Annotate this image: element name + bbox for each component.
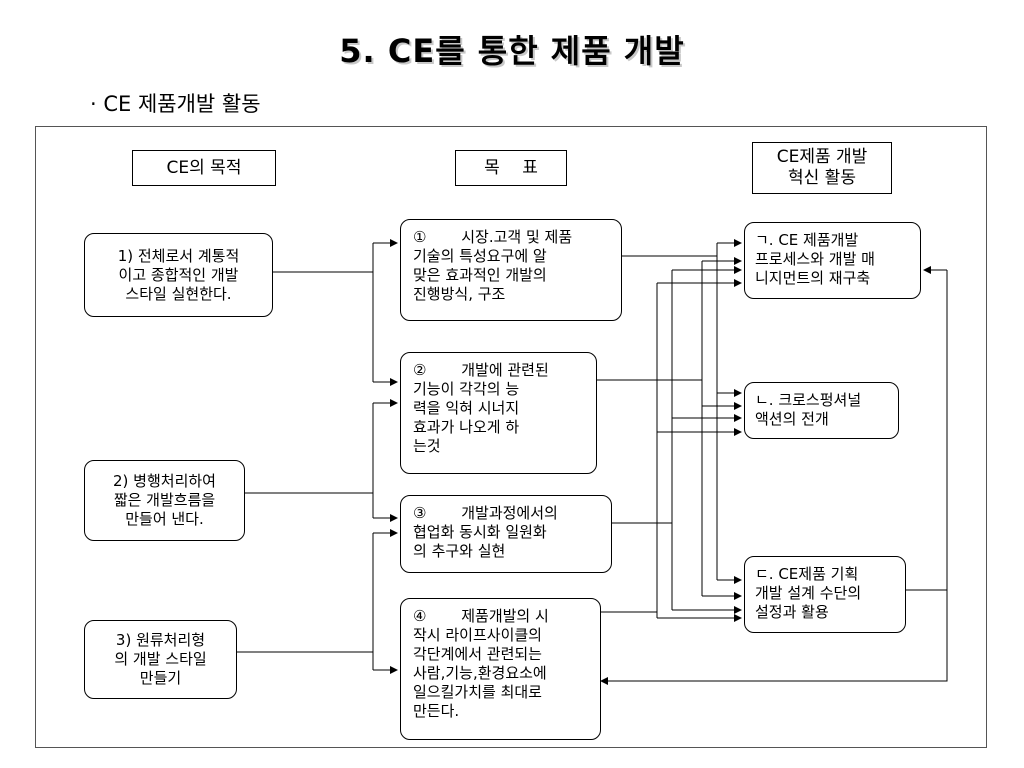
link-goal1 [622,243,718,580]
header-innovation: CE제품 개발 혁신 활동 [752,142,892,194]
purpose-1: 1) 전체로서 계통적 이고 종합적인 개발 스타일 실현한다. [84,233,273,317]
goal-1: ① 시장.고객 및 제품 기술의 특성요구에 알 맞은 효과적인 개발의 진행방… [400,219,622,321]
activity-1: ㄱ. CE 제품개발 프로세스와 개발 매 니지먼트의 재구축 [744,222,921,299]
link-p2-spine [245,403,374,518]
link-p3-spine [237,533,374,670]
purpose-2: 2) 병행처리하여 짧은 개발흐름을 만들어 낸다. [84,460,245,541]
link-p1-spine [273,243,374,382]
header-goal: 목 표 [455,150,567,186]
feedback-loop [906,270,948,591]
page-title: 5. CE를 통한 제품 개발 [339,32,685,70]
goal-4: ④ 제품개발의 시 작시 라이프사이클의 각단계에서 관련되는 사람,기능,환경… [400,598,601,740]
link-goal2 [597,261,703,596]
activity-2: ㄴ. 크로스펑셔널 액션의 전개 [744,382,899,439]
goal-3: ③ 개발과정에서의 협업화 동시화 일원화 의 추구와 실현 [400,495,612,573]
goal-2: ② 개발에 관련된 기능이 각각의 능 력을 익혀 시너지 효과가 나오게 하 … [400,352,597,474]
page-subtitle: · CE 제품개발 활동 [90,92,261,116]
diagram-frame [35,126,987,748]
link-goal3 [612,270,673,610]
arrow-feedback-goal4 [600,590,948,685]
activity-3: ㄷ. CE제품 기획 개발 설계 수단의 설정과 활용 [744,556,906,633]
purpose-3: 3) 원류처리형 의 개발 스타일 만들기 [84,620,237,699]
header-purpose: CE의 목적 [132,150,276,186]
